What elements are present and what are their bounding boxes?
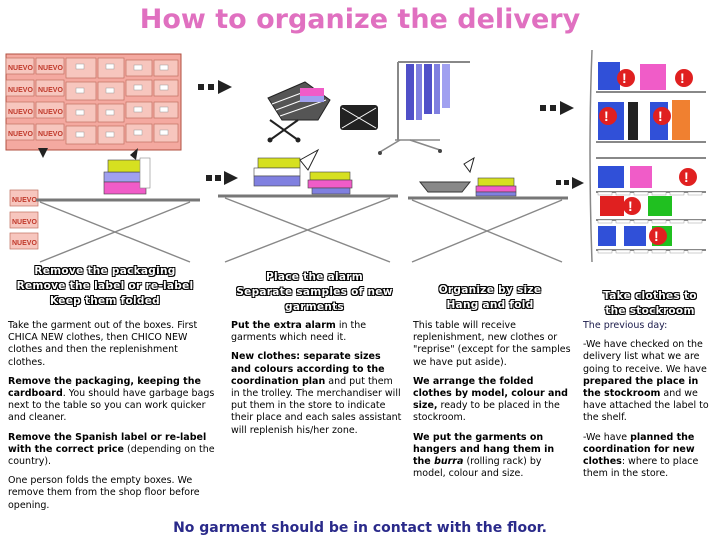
box-label: NUEVO [38, 65, 63, 72]
box-label: NUEVO [12, 219, 37, 226]
footer-note: No garment should be in contact with the… [173, 520, 547, 536]
heading-line: Place the alarm [265, 271, 364, 283]
heading-line: Take clothes to [603, 290, 697, 302]
flow-arrows [38, 80, 584, 189]
heading-line: Separate samples of new garments [236, 286, 393, 313]
paragraph: -We have checked on the delivery list wh… [583, 339, 713, 424]
box-label: NUEVO [8, 87, 33, 94]
box-label: NUEVO [38, 131, 63, 138]
text-run: Remove the packaging, keeping the cardbo… [8, 375, 201, 400]
text-run: One person folds the empty boxes. We rem… [8, 475, 200, 511]
text-run: -We have checked on the delivery list wh… [583, 339, 707, 375]
column-4-heading: Take clothes to the stockroom [582, 289, 718, 319]
text-run: Put the extra alarm [231, 320, 336, 331]
column-3-heading: Organize by size Hang and fold [405, 283, 575, 313]
text-run: The previous day: [583, 320, 668, 331]
text-run: by model, colour and size. [413, 456, 542, 480]
work-tables [36, 194, 568, 263]
text-run: prepared the place in the stockroom [583, 375, 699, 400]
column-2-text: Put the extra alarm in the garments whic… [231, 320, 403, 444]
text-run: Remove the Spanish label or re-label wit… [8, 431, 207, 455]
column-3-text: This table will receive replenishment, n… [413, 320, 571, 487]
paragraph: One person folds the empty boxes. We rem… [8, 475, 216, 512]
column-4-text: The previous day: -We have checked on the… [583, 320, 713, 487]
text-run: -We have [583, 431, 631, 443]
box-label: NUEVO [38, 87, 63, 94]
text-run: and put them in the trolley. The merchan… [231, 375, 402, 436]
alarm-mark: ! [622, 70, 627, 86]
alarm-mark: ! [604, 108, 609, 124]
box-label: NUEVO [8, 131, 33, 138]
text-run: burra [434, 456, 464, 468]
text-run: . You should have garbage bags next to t… [8, 388, 215, 424]
paragraph: The previous day: [583, 320, 713, 332]
heading-line: Keep them folded [50, 295, 160, 307]
paragraph: We put the garments on hangers and hang … [413, 432, 571, 481]
heading-line: Hang and fold [446, 299, 534, 311]
text-run: This table will receive replenishment, n… [413, 320, 571, 368]
alarm-mark: ! [684, 169, 689, 185]
delivery-scene: NUEVO NUEVO NUEVO NUEVO NUEVO NUEVO NUEV… [5, 49, 706, 263]
column-2-heading: Place the alarm Separate samples of new … [222, 270, 407, 315]
paragraph: New clothes: separate sizes and colours … [231, 351, 403, 436]
column-1-text: Take the garment out of the boxes. First… [8, 320, 216, 519]
paragraph: This table will receive replenishment, n… [413, 320, 571, 369]
text-run: in the garments which need it. [231, 320, 367, 344]
paragraph: We arrange the folded clothes by model, … [413, 376, 571, 425]
garment-pile-3 [418, 156, 517, 197]
text-run: (rolling rack) [463, 456, 527, 468]
alarm-mark: ! [680, 70, 685, 86]
column-1-heading: Remove the packaging Remove the label or… [0, 264, 210, 309]
box-label: NUEVO [38, 109, 63, 116]
text-run: planned the coordination for new clothes [583, 431, 695, 468]
alarm-badges: ! ! ! ! ! ! ! [599, 69, 697, 245]
rolling-rack [378, 61, 470, 155]
paragraph: Remove the packaging, keeping the cardbo… [8, 376, 216, 425]
box-label: NUEVO [8, 65, 33, 72]
text-run: New clothes: separate sizes and colours … [231, 351, 385, 387]
text-run: ready to be placed in the stockroom. [413, 400, 560, 424]
paragraph: Put the extra alarm in the garments whic… [231, 320, 403, 344]
box-stack-small: NUEVO NUEVO NUEVO [9, 189, 39, 250]
box-label: NUEVO [12, 197, 37, 204]
paragraph: Take the garment out of the boxes. First… [8, 320, 216, 369]
trolley [267, 81, 378, 143]
box-label: NUEVO [12, 240, 37, 247]
text-run: We put the garments on hangers and hang … [413, 431, 555, 468]
heading-line: Remove the packaging [34, 265, 176, 277]
alarm-mark: ! [654, 228, 659, 244]
alarm-mark: ! [658, 108, 663, 124]
paragraph: Remove the Spanish label or re-label wit… [8, 432, 216, 469]
page-title: How to organize the delivery [139, 4, 581, 35]
text-run: We arrange the folded clothes by model, … [413, 375, 568, 412]
text-run: (depending on the country). [8, 443, 215, 468]
box-stack: NUEVO NUEVO NUEVO NUEVO NUEVO NUEVO NUEV… [5, 53, 182, 151]
paragraph: -We have planned the coordination for ne… [583, 432, 713, 481]
heading-line: Organize by size [438, 284, 542, 296]
text-run: and we have attached the label to the sh… [583, 388, 709, 424]
garment-pile-1 [103, 148, 151, 195]
heading-line: Remove the label or re-label [16, 280, 194, 292]
box-label: NUEVO [8, 109, 33, 116]
heading-line: the stockroom [605, 305, 695, 317]
text-run: Take the garment out of the boxes. First… [8, 320, 198, 368]
alarm-mark: ! [628, 198, 633, 214]
text-run: : where to place them in the store. [583, 456, 699, 480]
garment-pile-2 [253, 148, 353, 195]
